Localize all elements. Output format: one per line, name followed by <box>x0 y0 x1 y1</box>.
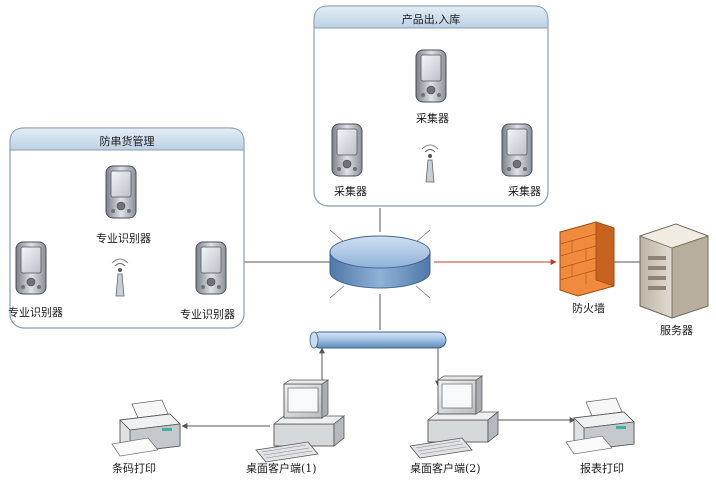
scanner-label: 专业识别器 <box>8 306 63 319</box>
pda-icon <box>415 49 447 103</box>
desktop-client-1-label: 桌面客户端(1) <box>246 462 317 475</box>
desktop-computer-icon <box>409 375 499 459</box>
pda-icon <box>195 241 227 295</box>
printer-icon <box>565 397 635 455</box>
anti-counterfeit-panel <box>9 127 245 329</box>
product-io-title: 产品出,入库 <box>401 13 461 26</box>
collector-label: 采集器 <box>334 185 367 198</box>
product-io-panel <box>313 5 549 207</box>
pda-icon <box>15 241 47 295</box>
scanner-label: 专业识别器 <box>180 308 235 321</box>
router-icon <box>329 229 431 299</box>
collector-label: 采集器 <box>416 112 449 125</box>
firewall-icon <box>559 221 615 297</box>
collector-label: 采集器 <box>508 185 541 198</box>
bus-icon <box>309 331 447 349</box>
barcode-print-label: 条码打印 <box>112 462 156 475</box>
pda-icon <box>105 165 137 219</box>
firewall-label: 防火墙 <box>572 302 605 315</box>
server-label: 服务器 <box>660 324 693 337</box>
report-print-label: 报表打印 <box>580 462 624 475</box>
anti-counterfeit-title: 防串货管理 <box>99 135 155 148</box>
desktop-client-2-label: 桌面客户端(2) <box>410 462 481 475</box>
server-icon <box>638 223 710 319</box>
pda-icon <box>331 123 363 177</box>
desktop-computer-icon <box>255 379 345 463</box>
pda-icon <box>501 123 533 177</box>
scanner-label: 专业识别器 <box>96 232 151 245</box>
printer-icon <box>111 399 181 457</box>
